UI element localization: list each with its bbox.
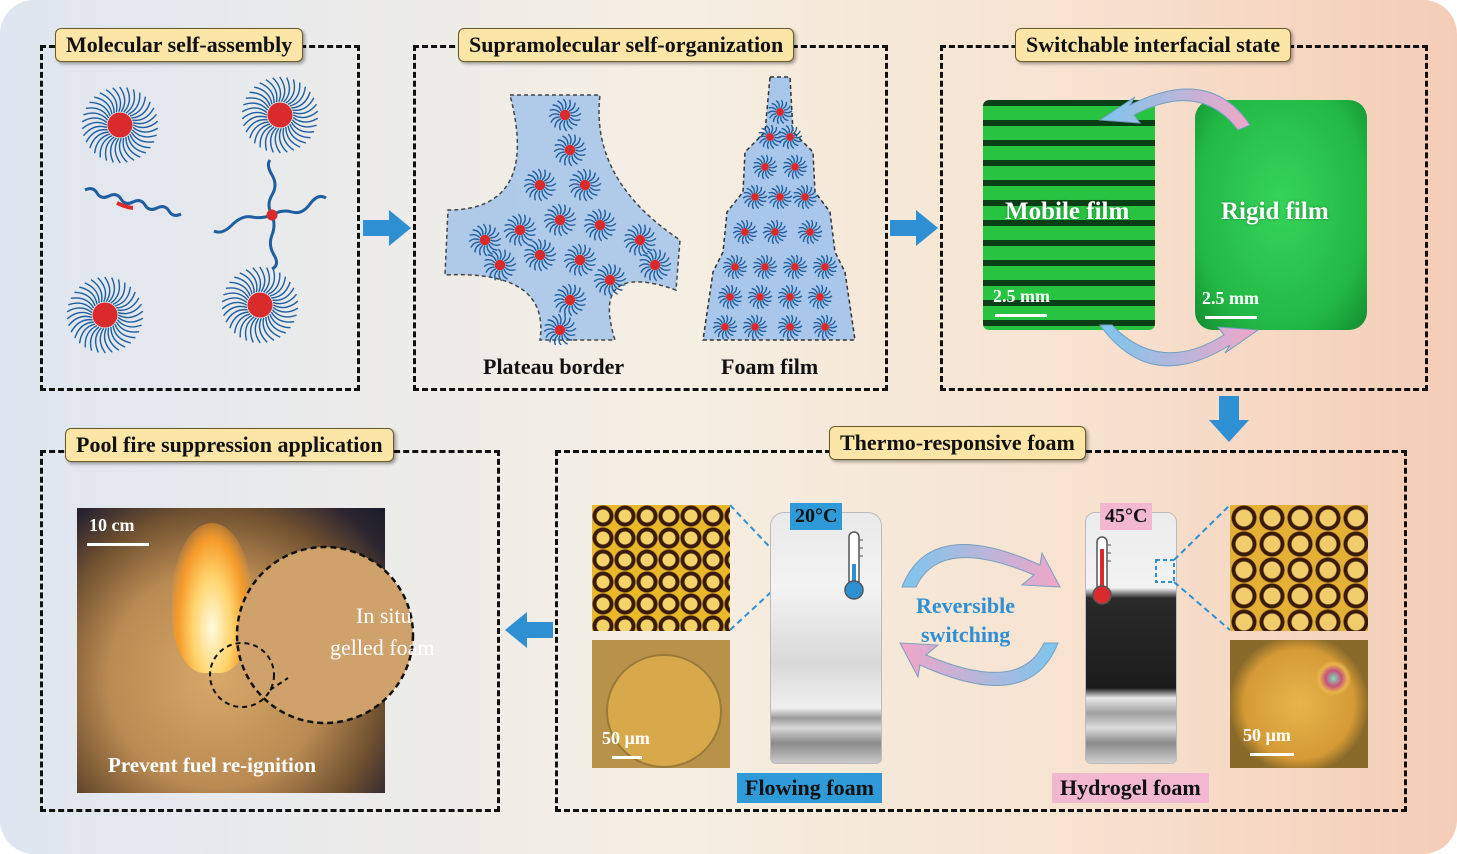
hydrogel-foam-bubbles <box>1230 505 1368 631</box>
hydrogel-scale-label: 50 µm <box>1243 725 1291 745</box>
micelle <box>568 168 602 202</box>
reversible-label-1: Reversible <box>916 593 1015 618</box>
rigid-scale-bar <box>1205 316 1257 319</box>
micelle <box>767 184 793 210</box>
flowing-foam-single-bubble <box>592 640 730 768</box>
flow-arrow-4 <box>505 612 553 648</box>
micelle <box>762 219 788 245</box>
plateau-border-caption: Plateau border <box>483 354 625 379</box>
supramolecular-title: Supramolecular self-organization <box>458 28 795 62</box>
pool-zoom-circles <box>209 545 415 725</box>
hydrogel-foam-label: Hydrogel foam <box>1052 773 1209 803</box>
micelle <box>241 76 319 154</box>
star-chain <box>213 159 327 271</box>
micelle <box>777 124 803 150</box>
mobile-film-photo <box>983 100 1155 330</box>
free-chain-left-red <box>116 201 134 210</box>
rigid-film-photo <box>1195 100 1367 330</box>
micelle <box>782 154 808 180</box>
zoom-lines-right <box>1155 504 1231 631</box>
micelle <box>812 314 838 340</box>
micelle <box>523 238 557 272</box>
micelle <box>812 254 838 280</box>
flowing-scale-bar <box>612 756 642 759</box>
hydrogel-scale-bar <box>1250 753 1294 756</box>
foam-film-drawing <box>702 76 856 341</box>
micelle <box>777 314 803 340</box>
micelle <box>752 154 778 180</box>
flow-arrow-3 <box>1209 396 1249 442</box>
hot-thermometer-icon <box>1092 536 1112 605</box>
micelle <box>553 283 587 317</box>
hot-temp-badge: 45°C <box>1100 503 1153 530</box>
switch-arrows <box>1098 88 1260 367</box>
micelle <box>548 98 582 132</box>
foam-film-caption: Foam film <box>721 354 819 379</box>
mobile-scale-label: 2.5 mm <box>993 286 1050 306</box>
cold-temp-badge: 20°C <box>790 503 843 530</box>
mobile-film-label: Mobile film <box>1005 198 1130 225</box>
micelle <box>523 168 557 202</box>
top-switch-arrow <box>1098 88 1251 131</box>
cold-thermometer-icon <box>844 531 864 600</box>
thermo-title: Thermo-responsive foam <box>829 426 1086 460</box>
micelle <box>66 276 144 354</box>
micelle <box>543 313 577 345</box>
micelle <box>583 208 617 242</box>
micelle <box>623 223 657 257</box>
micelle <box>777 284 803 310</box>
micelle <box>742 314 768 340</box>
micelle <box>503 213 537 247</box>
interfacial-title: Switchable interfacial state <box>1015 28 1292 62</box>
micelle <box>543 203 577 237</box>
mobile-scale-bar <box>995 314 1047 317</box>
in-situ-label-2: gelled foam <box>330 635 435 660</box>
micelle <box>593 263 627 297</box>
in-situ-label-1: In situ <box>356 603 412 628</box>
micelle <box>807 284 833 310</box>
micelle <box>782 254 808 280</box>
micelle <box>752 254 778 280</box>
flow-arrow-1 <box>363 210 411 246</box>
reversible-arrows <box>899 544 1061 686</box>
micelle <box>553 133 587 167</box>
micelle <box>717 284 743 310</box>
micelle <box>732 219 758 245</box>
rigid-scale-label: 2.5 mm <box>1202 288 1259 308</box>
rigid-film-label: Rigid film <box>1221 198 1329 225</box>
micelle <box>563 243 597 277</box>
micelle <box>221 266 299 344</box>
flowing-scale-label: 50 µm <box>602 728 650 748</box>
micelle <box>792 184 818 210</box>
reversible-label-2: switching <box>921 622 1011 647</box>
micelle <box>81 86 159 164</box>
micelle <box>747 284 773 310</box>
flow-arrow-2 <box>890 210 938 246</box>
flowing-foam-label: Flowing foam <box>737 773 882 803</box>
reversible-bottom-arrow <box>899 642 1059 686</box>
molecular-drawing <box>66 76 327 354</box>
micelle <box>797 219 823 245</box>
micelle <box>742 184 768 210</box>
micelle <box>638 248 672 282</box>
flowing-foam-bubbles <box>592 505 730 631</box>
pool-scale-label: 10 cm <box>89 515 135 535</box>
free-chain-left <box>84 187 182 217</box>
micelle <box>483 248 517 282</box>
reversible-top-arrow <box>901 544 1061 588</box>
flowing-foam-vial <box>770 512 882 764</box>
micelle <box>712 314 738 340</box>
micelle <box>722 254 748 280</box>
pool-fire-title: Pool fire suppression application <box>65 428 394 462</box>
bottom-switch-arrow <box>1099 324 1260 367</box>
pool-scale-bar <box>87 543 149 546</box>
micelle <box>767 99 793 125</box>
molecular-title: Molecular self-assembly <box>55 28 304 62</box>
hydrogel-foam-single-bubble <box>1230 640 1368 768</box>
micelle <box>468 223 502 257</box>
plateau-border-drawing <box>444 94 681 345</box>
pool-bottom-caption: Prevent fuel re-ignition <box>108 753 317 777</box>
